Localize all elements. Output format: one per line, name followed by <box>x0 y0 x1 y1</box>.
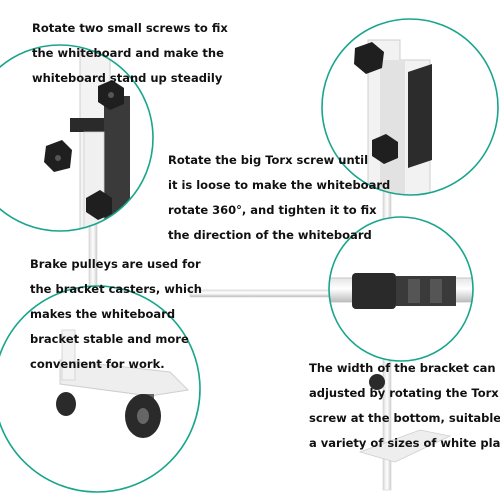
caption-line: Brake pulleys are used for <box>30 257 201 271</box>
detail-circle-border <box>328 216 474 362</box>
caption-fixing-screws: Rotate two small screws to fix the white… <box>32 16 228 91</box>
detail-top-left <box>0 44 154 232</box>
caption-line: the bracket casters, which <box>30 282 202 296</box>
crossbar <box>189 289 341 298</box>
caption-line: it is loose to make the whiteboard <box>168 178 391 192</box>
caption-line: Rotate two small screws to fix <box>32 21 228 35</box>
detail-circle-border <box>0 44 154 232</box>
right-base-foot <box>358 429 452 463</box>
caption-brake-pulleys: Brake pulleys are used for the bracket c… <box>30 252 202 377</box>
caption-line: Rotate the big Torx screw until <box>168 153 369 167</box>
detail-top-right <box>321 18 499 196</box>
right-caster-wheel <box>369 374 385 390</box>
caption-line: screw at the bottom, suitable for <box>309 411 500 425</box>
caption-torx-rotation: Rotate the big Torx screw until it is lo… <box>168 148 390 248</box>
caption-line: bracket stable and more <box>30 332 189 346</box>
caption-line: whiteboard stand up steadily <box>32 71 223 85</box>
caption-line: convenient for work. <box>30 357 165 371</box>
detail-circle-border <box>321 18 499 196</box>
caption-line: a variety of sizes of white plate <box>309 436 500 450</box>
caption-line: makes the whiteboard <box>30 307 176 321</box>
caption-line: the whiteboard and make the <box>32 46 224 60</box>
detail-middle-right <box>328 216 474 362</box>
caption-line: adjusted by rotating the Torx <box>309 386 499 400</box>
caption-bracket-width: The width of the bracket can be adjusted… <box>309 356 500 456</box>
caption-line: the direction of the whiteboard <box>168 228 372 242</box>
caption-line: The width of the bracket can be <box>309 361 500 375</box>
detail-bottom-left <box>0 285 201 493</box>
detail-circle-border <box>0 285 201 493</box>
caption-line: rotate 360°, and tighten it to fix <box>168 203 377 217</box>
